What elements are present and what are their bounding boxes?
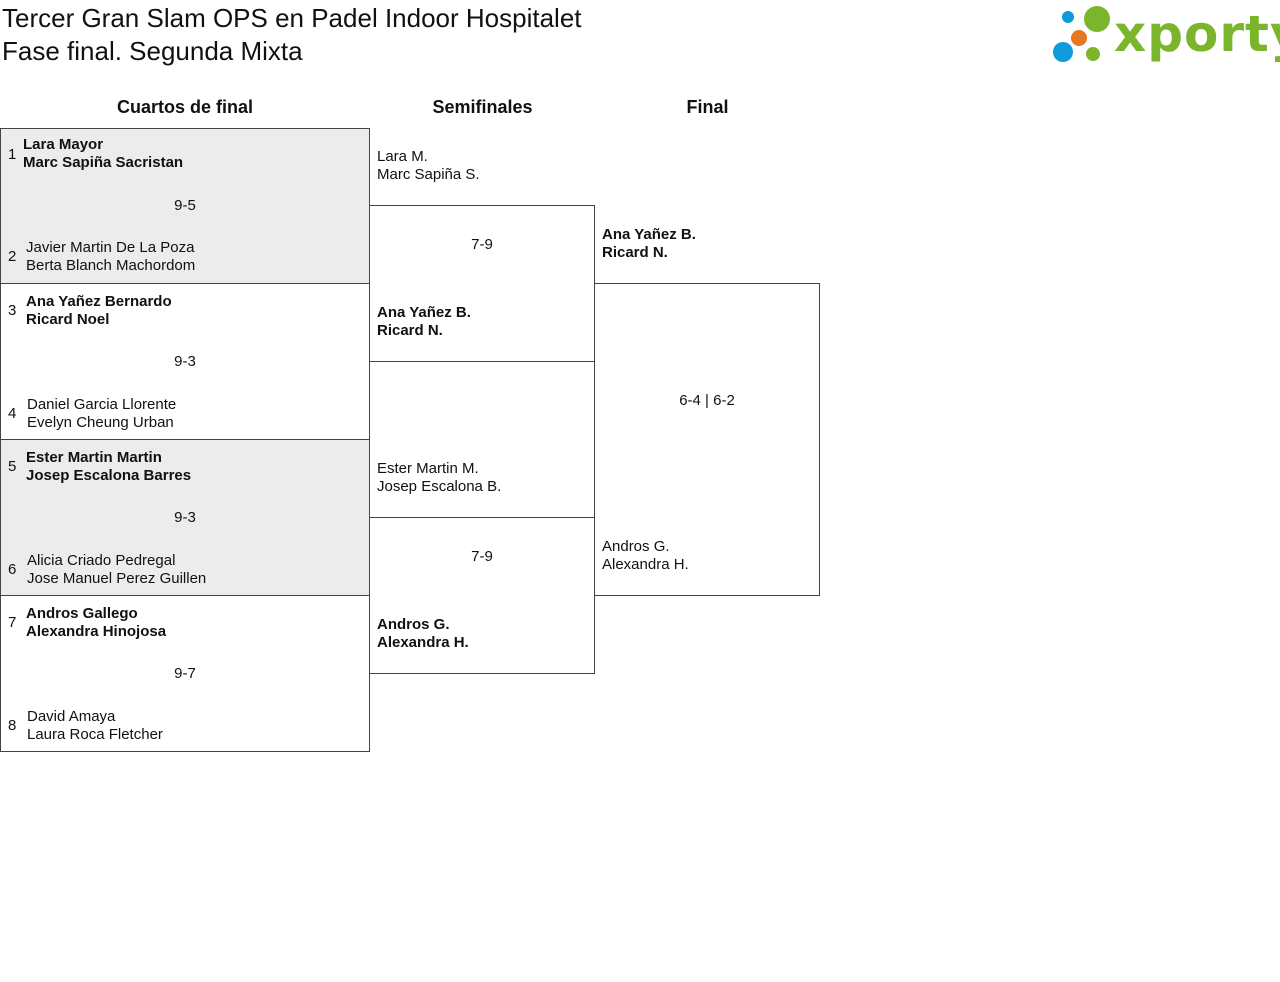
player-name: David Amaya bbox=[27, 708, 116, 725]
player-name: Ana Yañez Bernardo bbox=[26, 293, 172, 310]
team-entry[interactable]: David Amaya Laura Roca Fletcher bbox=[27, 708, 163, 744]
logo-wordmark: xporty bbox=[1114, 5, 1280, 63]
player-name: Ricard N. bbox=[602, 244, 668, 261]
team-entry[interactable]: Lara Mayor Marc Sapiña Sacristan bbox=[23, 136, 183, 172]
player-name: Marc Sapiña Sacristan bbox=[23, 154, 184, 171]
team-entry[interactable]: Ana Yañez B. Ricard N. bbox=[377, 304, 471, 340]
team-entry[interactable]: Andros Gallego Alexandra Hinojosa bbox=[26, 605, 166, 641]
player-name: Andros G. bbox=[602, 538, 670, 555]
seed-number: 6 bbox=[8, 561, 17, 578]
team-entry[interactable]: Andros G. Alexandra H. bbox=[602, 538, 689, 574]
tournament-subtitle: Fase final. Segunda Mixta bbox=[2, 36, 303, 66]
player-name: Daniel Garcia Llorente bbox=[27, 396, 177, 413]
round-header-semifinals: Semifinales bbox=[432, 97, 533, 117]
match-score: 7-9 bbox=[471, 548, 493, 565]
final-match: 6-4 | 6-2 Andros G. Alexandra H. bbox=[594, 283, 820, 596]
player-name: Berta Blanch Machordom bbox=[26, 257, 196, 274]
logo-dots-icon bbox=[1053, 6, 1110, 62]
player-name: Ester Martin M. bbox=[377, 460, 479, 477]
player-name: Ricard Noel bbox=[26, 311, 110, 328]
match-score: 9-7 bbox=[174, 665, 196, 682]
seed-number: 7 bbox=[8, 614, 17, 631]
player-name: Lara Mayor bbox=[23, 136, 104, 153]
player-name: Ana Yañez B. bbox=[602, 226, 696, 243]
seed-number: 2 bbox=[8, 248, 17, 265]
match-score: 9-3 bbox=[174, 353, 196, 370]
match-score: 6-4 | 6-2 bbox=[679, 392, 735, 409]
quarterfinal-match-2: 3 Ana Yañez Bernardo Ricard Noel 9-3 4 D… bbox=[0, 283, 370, 440]
player-name: Josep Escalona B. bbox=[377, 478, 502, 495]
round-header-final: Final bbox=[686, 97, 729, 117]
team-entry[interactable]: Ana Yañez B. Ricard N. bbox=[602, 226, 696, 262]
player-name: Jose Manuel Perez Guillen bbox=[27, 570, 207, 587]
player-name: Andros Gallego bbox=[26, 605, 138, 622]
team-entry[interactable]: Javier Martin De La Poza Berta Blanch Ma… bbox=[26, 239, 195, 275]
round-header-quarterfinals: Cuartos de final bbox=[116, 97, 254, 117]
player-name: Evelyn Cheung Urban bbox=[27, 414, 174, 431]
semifinal-match-1: 7-9 Ana Yañez B. Ricard N. bbox=[369, 205, 595, 362]
team-entry[interactable]: Lara M. Marc Sapiña S. bbox=[377, 148, 480, 184]
player-name: Ester Martin Martin bbox=[26, 449, 162, 466]
player-name: Josep Escalona Barres bbox=[26, 467, 192, 484]
seed-number: 3 bbox=[8, 302, 17, 319]
match-score: 9-5 bbox=[174, 197, 196, 214]
player-name: Alexandra H. bbox=[602, 556, 689, 573]
player-name: Marc Sapiña S. bbox=[377, 166, 480, 183]
quarterfinal-match-3: 5 Ester Martin Martin Josep Escalona Bar… bbox=[0, 439, 370, 596]
team-entry[interactable]: Daniel Garcia Llorente Evelyn Cheung Urb… bbox=[27, 396, 176, 432]
quarterfinal-match-4: 7 Andros Gallego Alexandra Hinojosa 9-7 … bbox=[0, 595, 370, 752]
seed-number: 8 bbox=[8, 717, 17, 734]
semifinal-match-2: 7-9 Andros G. Alexandra H. bbox=[369, 517, 595, 674]
team-entry[interactable]: Andros G. Alexandra H. bbox=[377, 616, 469, 652]
team-entry[interactable]: Ester Martin Martin Josep Escalona Barre… bbox=[26, 449, 191, 485]
player-name: Laura Roca Fletcher bbox=[27, 726, 163, 743]
player-name: Lara M. bbox=[377, 148, 428, 165]
seed-number: 1 bbox=[8, 146, 17, 163]
team-entry[interactable]: Alicia Criado Pedregal Jose Manuel Perez… bbox=[27, 552, 206, 588]
match-score: 9-3 bbox=[174, 509, 196, 526]
team-entry[interactable]: Ana Yañez Bernardo Ricard Noel bbox=[26, 293, 172, 329]
seed-number: 4 bbox=[8, 405, 17, 422]
seed-number: 5 bbox=[8, 458, 17, 475]
quarterfinal-match-1: 1 Lara Mayor Marc Sapiña Sacristan 9-5 2… bbox=[0, 128, 370, 284]
xporty-logo[interactable]: xporty bbox=[1050, 4, 1280, 68]
player-name: Alexandra Hinojosa bbox=[26, 623, 167, 640]
tournament-title: Tercer Gran Slam OPS en Padel Indoor Hos… bbox=[2, 3, 582, 33]
player-name: Andros G. bbox=[377, 616, 450, 633]
player-name: Ana Yañez B. bbox=[377, 304, 471, 321]
match-score: 7-9 bbox=[471, 236, 493, 253]
team-entry[interactable]: Ester Martin M. Josep Escalona B. bbox=[377, 460, 501, 496]
player-name: Alicia Criado Pedregal bbox=[27, 552, 176, 569]
player-name: Javier Martin De La Poza bbox=[26, 239, 195, 256]
player-name: Ricard N. bbox=[377, 322, 443, 339]
player-name: Alexandra H. bbox=[377, 634, 469, 651]
